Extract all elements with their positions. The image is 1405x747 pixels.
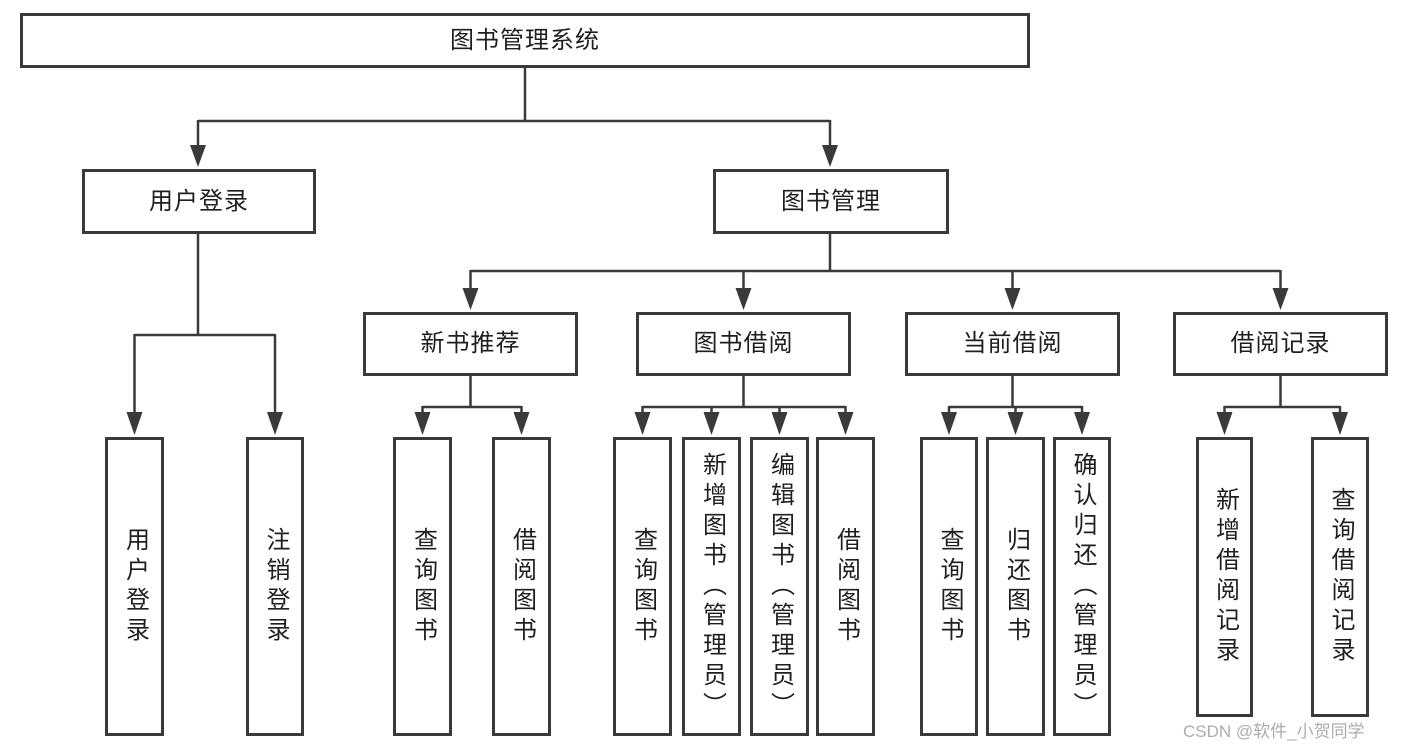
leaf-borrow-books: 借阅图书 (816, 437, 875, 736)
connector-current-branch (947, 376, 1084, 416)
leaf-add-books-admin: 新增图书（管理员） (682, 437, 741, 736)
leaf-label: 借阅图书 (508, 526, 536, 647)
leaf-label: 归还图书 (1002, 526, 1030, 647)
leaf-return-books: 归还图书 (986, 437, 1045, 736)
leaf-add-borrow-record: 新增借阅记录 (1196, 437, 1253, 717)
connector-recommend-branch (421, 376, 523, 416)
leaf-label: 确认归还（管理员） (1069, 451, 1096, 722)
leaf-confirm-return-admin: 确认归还（管理员） (1053, 437, 1111, 736)
node-label: 当前借阅 (962, 330, 1063, 357)
leaf-edit-books-admin: 编辑图书（管理员） (750, 437, 809, 736)
leaf-label: 查询图书 (409, 526, 437, 647)
leaf-query-books-borrow: 查询图书 (613, 437, 672, 736)
node-user-login: 用户登录 (82, 169, 316, 234)
leaf-label: 查询图书 (629, 526, 657, 647)
connector-book-mgmt-branch (469, 234, 1282, 291)
arrowheads (126, 145, 1348, 435)
connector-borrow-branch (641, 376, 847, 416)
leaf-label: 注销登录 (262, 526, 289, 647)
node-label: 借阅记录 (1230, 330, 1331, 357)
leaf-label: 借阅图书 (832, 526, 860, 647)
node-label: 图书管理 (781, 187, 881, 215)
csdn-watermark: CSDN @软件_小贺同学 (1183, 722, 1365, 741)
connector-records-branch (1223, 376, 1342, 416)
leaf-borrow-books-recommend: 借阅图书 (492, 437, 551, 736)
node-book-borrow: 图书借阅 (636, 312, 851, 376)
connector-user-login-branch (133, 234, 277, 416)
connector-root-stem (196, 68, 832, 147)
leaf-label: 查询图书 (936, 526, 963, 647)
leaf-label: 编辑图书（管理员） (766, 451, 794, 722)
leaf-label: 新增借阅记录 (1211, 487, 1239, 667)
leaf-query-books-current: 查询图书 (920, 437, 978, 736)
leaf-label: 用户登录 (121, 526, 149, 647)
leaf-logout-login: 注销登录 (246, 437, 304, 736)
node-label: 新书推荐 (420, 330, 521, 357)
node-borrow-records: 借阅记录 (1173, 312, 1388, 376)
node-book-management: 图书管理 (713, 169, 949, 234)
root-node-label: 图书管理系统 (450, 26, 600, 54)
leaf-query-books-recommend: 查询图书 (393, 437, 452, 736)
node-label: 图书借阅 (693, 330, 794, 357)
leaf-label: 新增图书（管理员） (698, 451, 726, 722)
root-node: 图书管理系统 (20, 13, 1030, 68)
node-new-book-recommend: 新书推荐 (363, 312, 578, 376)
leaf-query-borrow-record: 查询借阅记录 (1311, 437, 1369, 717)
node-current-borrow: 当前借阅 (905, 312, 1120, 376)
leaf-user-login: 用户登录 (105, 437, 164, 736)
leaf-label: 查询借阅记录 (1327, 487, 1354, 667)
node-label: 用户登录 (149, 187, 249, 215)
